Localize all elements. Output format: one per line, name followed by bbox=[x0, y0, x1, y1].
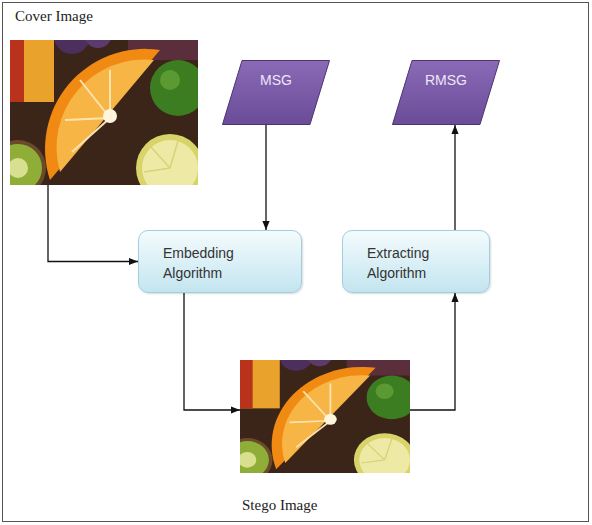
box-label: MSG bbox=[244, 72, 308, 88]
image-node: Stego Image bbox=[240, 360, 410, 518]
image-node: Cover Image bbox=[10, 5, 198, 185]
box-label: Embedding Algorithm bbox=[163, 243, 291, 284]
io-parallelogram: RMSG bbox=[392, 60, 500, 125]
flow-arrow bbox=[184, 293, 240, 410]
box-label: RMSG bbox=[414, 72, 478, 88]
parallelogram-shape bbox=[223, 61, 330, 125]
flow-arrow bbox=[48, 185, 138, 262]
flow-arrow bbox=[410, 293, 455, 410]
process-box: Embedding Algorithm bbox=[138, 230, 302, 293]
parallelogram-shape bbox=[393, 61, 500, 125]
flow-arrow bbox=[454, 125, 455, 230]
parallelogram-outline bbox=[222, 60, 330, 125]
box-label: Cover Image bbox=[15, 8, 193, 25]
io-parallelogram: MSG bbox=[222, 60, 330, 125]
parallelogram-outline bbox=[392, 60, 500, 125]
process-box: Extracting Algorithm bbox=[342, 230, 490, 293]
box-label: Extracting Algorithm bbox=[367, 243, 479, 284]
box-label: Stego Image bbox=[242, 497, 406, 514]
flow-arrow bbox=[265, 125, 266, 230]
cover-picture bbox=[0, 18, 206, 202]
stego-picture bbox=[222, 343, 417, 487]
